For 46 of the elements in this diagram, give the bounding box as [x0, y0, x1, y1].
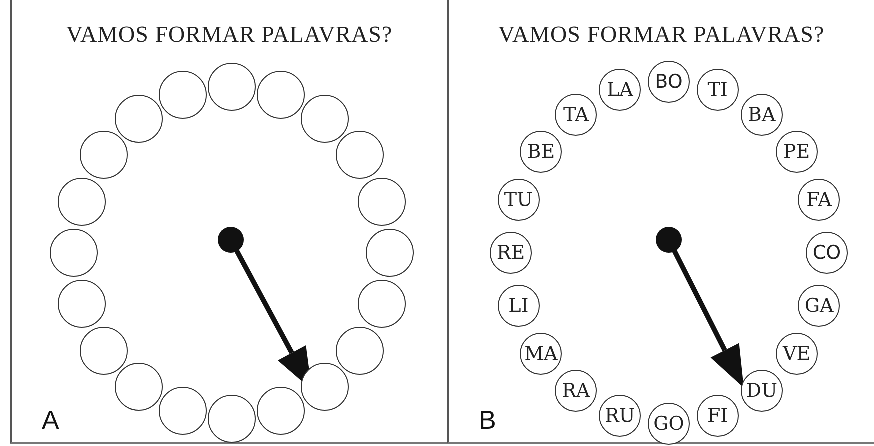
syllable-circle: BO [648, 61, 690, 103]
syllable-circle: BA [740, 94, 783, 136]
empty-circle [300, 363, 349, 412]
empty-circle [80, 131, 128, 180]
syllable-circle: TI [696, 69, 739, 112]
empty-circle [50, 229, 98, 277]
empty-circle [208, 63, 256, 111]
empty-circle [256, 386, 305, 435]
heading: VAMOS FORMAR PALAVRAS? [497, 22, 826, 48]
empty-circle [58, 280, 106, 328]
syllable-circle: RU [599, 394, 642, 437]
syllable-circle: RE [490, 232, 532, 274]
empty-circle [115, 363, 164, 412]
panel-letter: B [479, 405, 496, 436]
empty-circle [159, 71, 208, 120]
empty-circle [159, 386, 208, 435]
panel-background [10, 0, 447, 444]
syllable-circle: VE [776, 332, 818, 374]
syllable-circle: LI [498, 284, 540, 327]
syllable-circle: CO [806, 232, 848, 274]
panel-letter: A [42, 405, 60, 436]
syllable-circle: GO [648, 403, 690, 445]
syllable-circle: TA [555, 94, 598, 136]
empty-circle [366, 229, 414, 277]
empty-circle [58, 178, 106, 226]
syllable-circle: GA [798, 284, 840, 327]
panel-background [447, 0, 874, 444]
syllable-circle: TU [498, 179, 540, 222]
syllable-circle: FI [696, 394, 739, 437]
empty-circle [300, 94, 349, 143]
syllable-circle: RA [555, 370, 598, 412]
syllable-circle: LA [599, 69, 642, 112]
syllable-circle: MA [520, 332, 562, 374]
empty-circle [115, 94, 164, 143]
syllable-circle: BE [520, 131, 562, 174]
syllable-circle: DU [740, 370, 783, 412]
empty-circle [358, 178, 406, 226]
empty-circle [336, 326, 384, 375]
heading: VAMOS FORMAR PALAVRAS? [65, 22, 394, 48]
empty-circle [358, 280, 406, 328]
empty-circle [336, 131, 384, 180]
empty-circle [208, 395, 256, 443]
syllable-circle: PE [776, 131, 818, 174]
empty-circle [256, 71, 305, 120]
syllable-circle: FA [798, 179, 840, 222]
empty-circle [80, 326, 128, 375]
